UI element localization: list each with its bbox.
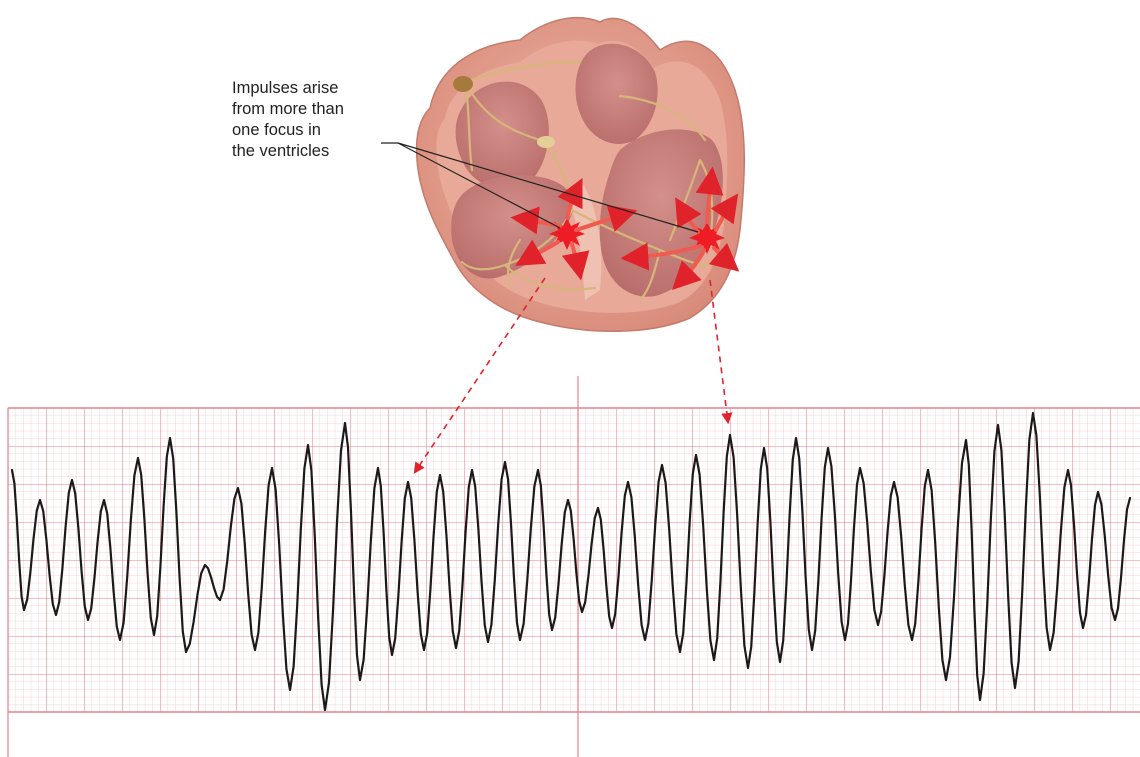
annotation-line-1: Impulses arise <box>232 79 339 97</box>
ecg-trace <box>10 411 1132 712</box>
heart-illustration <box>415 16 745 333</box>
focus-to-ecg-pointers <box>413 277 733 474</box>
left-atrium-chamber <box>575 43 658 144</box>
annotation-text: Impulses arise from more than one focus … <box>232 78 382 162</box>
ecg-grid-major <box>8 408 1140 712</box>
ecg-strip <box>7 376 1140 757</box>
ectopic-focus-right <box>620 166 740 290</box>
annotation-line-3: one focus in <box>232 121 321 139</box>
annotation-line-2: from more than <box>232 100 344 118</box>
right-atrium-chamber <box>455 81 549 190</box>
ectopic-focus-left <box>510 177 638 281</box>
annotation-line-4: the ventricles <box>232 142 330 160</box>
pointer-right <box>709 279 733 425</box>
annotation-leaders <box>381 142 699 233</box>
av-node <box>537 136 555 148</box>
sa-node <box>453 76 473 92</box>
interventricular-septum <box>568 180 602 300</box>
pointer-left <box>413 277 546 474</box>
